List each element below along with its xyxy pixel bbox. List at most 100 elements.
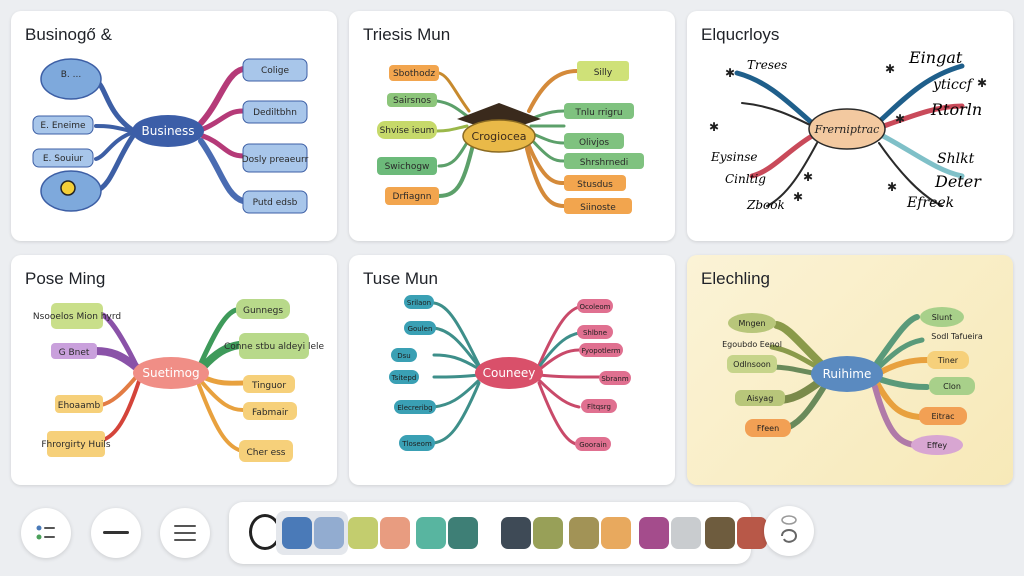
- list-view-button[interactable]: [21, 508, 71, 558]
- mindmap-diagram: Frerniptrac Treses Eingat yticcf Rtorln …: [709, 48, 987, 212]
- svg-text:Treses: Treses: [747, 58, 787, 72]
- svg-text:Efreek: Efreek: [906, 195, 954, 211]
- svg-text:Rtorln: Rtorln: [930, 100, 982, 119]
- svg-text:Shvise ieum: Shvise ieum: [380, 126, 435, 136]
- more-icon: [781, 515, 798, 543]
- svg-text:Clon: Clon: [943, 382, 961, 391]
- color-swatch-6[interactable]: [448, 517, 478, 549]
- mindmap-diagram: Business B. ... E. Eneime E. Souiur Coli…: [32, 58, 309, 214]
- line-tool-button[interactable]: [91, 508, 141, 558]
- svg-text:B. ...: B. ...: [61, 70, 81, 80]
- svg-text:✱: ✱: [887, 180, 897, 194]
- svg-text:Dosly preaeurr: Dosly preaeurr: [242, 155, 309, 165]
- svg-text:Elecreribg: Elecreribg: [397, 404, 432, 412]
- svg-text:E. Souiur: E. Souiur: [43, 154, 84, 164]
- mindmap-card-thesis[interactable]: Triesis Mun Crogiocea Sbothodz: [349, 11, 675, 241]
- svg-text:Ehoaamb: Ehoaamb: [58, 401, 101, 411]
- svg-text:Cher ess: Cher ess: [246, 448, 285, 458]
- card-title: Businogő &: [25, 25, 112, 44]
- svg-text:Effey: Effey: [927, 441, 947, 450]
- svg-text:Sbranm: Sbranm: [601, 375, 628, 383]
- card-title: Pose Ming: [25, 269, 106, 288]
- color-swatch-5[interactable]: [416, 517, 446, 549]
- color-swatch-9[interactable]: [569, 517, 599, 549]
- svg-text:Eingat: Eingat: [908, 48, 963, 67]
- svg-text:✱: ✱: [977, 76, 987, 90]
- center-node: Suetimog: [142, 366, 199, 380]
- center-node: Ruihime: [823, 367, 872, 381]
- color-swatch-3[interactable]: [348, 517, 378, 549]
- svg-text:Sbothodz: Sbothodz: [393, 69, 435, 79]
- mindmap-card-elechling[interactable]: Elechling Ruihime Mngen Egoubdo Eenol: [687, 255, 1013, 485]
- svg-text:Tloseom: Tloseom: [401, 440, 432, 448]
- svg-text:Odlnsoon: Odlnsoon: [733, 360, 771, 369]
- minus-icon: [103, 531, 129, 534]
- svg-text:Olivjos: Olivjos: [579, 138, 609, 148]
- mindmap-diagram: Crogiocea Sbothodz Sairsnos Shvise ieum …: [377, 61, 644, 214]
- svg-text:✱: ✱: [709, 120, 719, 134]
- mindmap-diagram: Couneey Srilaon Goulen Dsu Tsitepd Elecr…: [389, 295, 631, 451]
- svg-text:Sairsnos: Sairsnos: [393, 96, 431, 106]
- svg-text:Dediltbhn: Dediltbhn: [253, 108, 297, 118]
- mindmap-diagram: Ruihime Mngen Egoubdo Eenol Odlnsoon Ais…: [722, 307, 983, 455]
- svg-text:Tinguor: Tinguor: [251, 381, 286, 391]
- svg-text:Nsooelos Mion hyrd: Nsooelos Mion hyrd: [33, 312, 121, 322]
- svg-text:Slunt: Slunt: [932, 313, 953, 322]
- svg-text:Stusdus: Stusdus: [577, 180, 613, 190]
- svg-text:Fyopotlerm: Fyopotlerm: [581, 347, 620, 355]
- svg-text:Egoubdo Eenol: Egoubdo Eenol: [722, 340, 782, 349]
- color-swatch-11[interactable]: [639, 517, 669, 549]
- color-palette: [229, 502, 767, 564]
- mindmap-diagram: Suetimog Nsooelos Mion hyrd G Bnet Ehoaa…: [33, 299, 325, 462]
- mindmap-card-tuse[interactable]: Tuse Mun Couneey: [349, 255, 675, 485]
- svg-text:Goulen: Goulen: [408, 325, 433, 333]
- color-swatch-7[interactable]: [501, 517, 531, 549]
- svg-text:✱: ✱: [803, 170, 813, 184]
- card-title: Tuse Mun: [363, 269, 438, 288]
- center-node: Frerniptrac: [814, 123, 880, 136]
- svg-text:Siinoste: Siinoste: [580, 203, 616, 213]
- svg-text:Sodl Tafueira: Sodl Tafueira: [931, 332, 983, 341]
- center-node: Business: [142, 124, 195, 138]
- svg-text:Tnlu rrigru: Tnlu rrigru: [574, 108, 622, 118]
- more-options-button[interactable]: [764, 506, 814, 556]
- svg-text:Fabmair: Fabmair: [252, 408, 288, 418]
- mindmap-card-pose[interactable]: Pose Ming Suetimog Nsooelos Mion hyrd G …: [11, 255, 337, 485]
- svg-text:Deter: Deter: [934, 172, 982, 191]
- svg-text:Tsitepd: Tsitepd: [391, 374, 417, 382]
- svg-text:✱: ✱: [793, 190, 803, 204]
- menu-button[interactable]: [160, 508, 210, 558]
- svg-text:Swichogw: Swichogw: [385, 162, 430, 172]
- color-swatch-8[interactable]: [533, 517, 563, 549]
- list-icon: [36, 525, 55, 540]
- color-swatch-10[interactable]: [601, 517, 631, 549]
- color-swatch-13[interactable]: [705, 517, 735, 549]
- svg-text:Silly: Silly: [594, 68, 613, 78]
- svg-text:Shrshrnedi: Shrshrnedi: [580, 158, 629, 168]
- color-swatch-2[interactable]: [314, 517, 344, 549]
- color-swatch-1[interactable]: [282, 517, 312, 549]
- svg-text:Fltqsrg: Fltqsrg: [587, 403, 611, 411]
- center-node: Crogiocea: [471, 130, 526, 143]
- mindmap-card-business[interactable]: Businogő & Business B. ... E. Eneime E. …: [11, 11, 337, 241]
- svg-text:yticcf: yticcf: [932, 77, 975, 93]
- color-swatch-4[interactable]: [380, 517, 410, 549]
- svg-text:Conne stbu aldeyi lele: Conne stbu aldeyi lele: [224, 342, 325, 352]
- svg-text:Shlkt: Shlkt: [937, 151, 975, 167]
- color-swatch-14[interactable]: [737, 517, 767, 549]
- svg-text:Goorain: Goorain: [579, 441, 607, 449]
- svg-text:Drfiagnn: Drfiagnn: [393, 192, 432, 202]
- svg-text:Srilaon: Srilaon: [407, 299, 431, 307]
- svg-text:G Bnet: G Bnet: [59, 348, 90, 358]
- svg-text:Ocoleom: Ocoleom: [580, 303, 611, 311]
- svg-text:Dsu: Dsu: [397, 352, 410, 360]
- mindmap-card-sketch[interactable]: Elqucrloys Frerniptrac Treses Eingat yti…: [687, 11, 1013, 241]
- svg-text:Ffeen: Ffeen: [757, 424, 779, 433]
- svg-text:Eitrac: Eitrac: [931, 412, 954, 421]
- color-swatch-12[interactable]: [671, 517, 701, 549]
- svg-text:✱: ✱: [725, 66, 735, 80]
- svg-text:Cinltig: Cinltig: [725, 172, 766, 186]
- svg-text:Tiner: Tiner: [937, 356, 959, 365]
- svg-text:✱: ✱: [885, 62, 895, 76]
- svg-text:Eysinse: Eysinse: [710, 150, 758, 164]
